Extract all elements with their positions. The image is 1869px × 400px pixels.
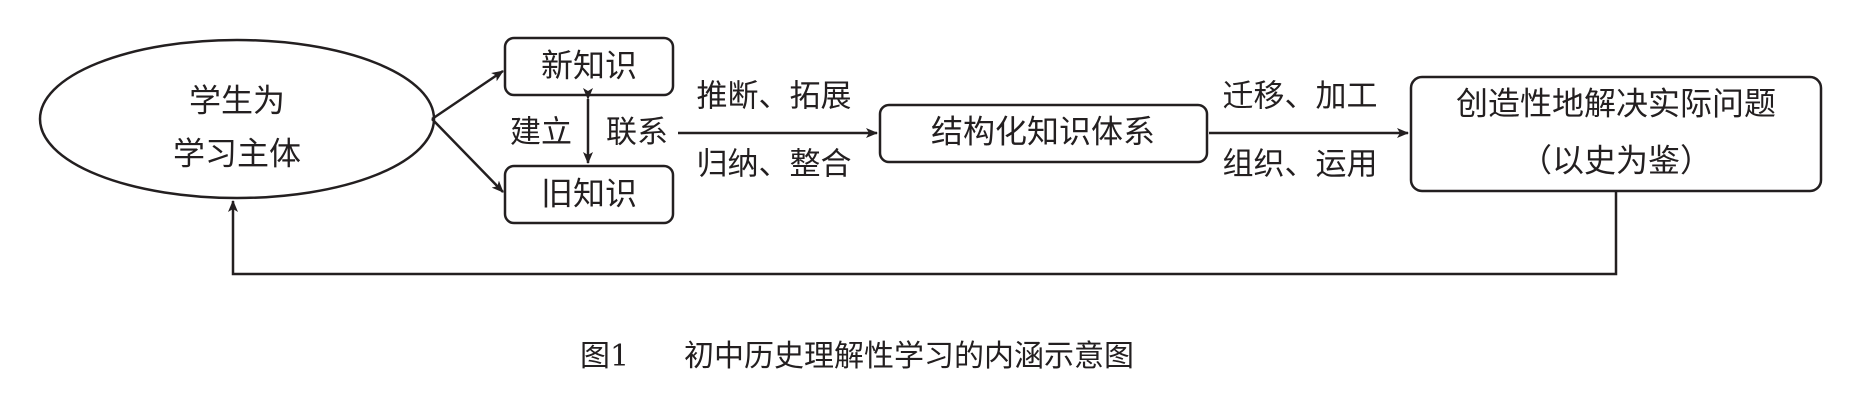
figure-number: 图1	[580, 339, 629, 374]
edge-label-induce-integrate: 归纳、整合	[697, 147, 852, 183]
edge-label-transfer-process: 迁移、加工	[1223, 79, 1378, 115]
student-label-line1: 学生为	[189, 82, 285, 120]
structured-knowledge-label: 结构化知识体系	[931, 113, 1155, 151]
solve-problems-label-line2: （以史为鉴）	[1520, 142, 1712, 180]
link-label-right: 联系	[606, 115, 668, 151]
link-label-left: 建立	[510, 115, 572, 151]
structured-knowledge-box	[878, 103, 1209, 164]
old-knowledge-box	[503, 164, 675, 225]
new-knowledge-label: 新知识	[541, 47, 637, 85]
edge-label-organize-apply: 组织、运用	[1223, 147, 1378, 183]
student-label-line2: 学习主体	[173, 135, 301, 173]
old-knowledge-label: 旧知识	[541, 175, 637, 213]
edge-label-infer-expand: 推断、拓展	[697, 79, 852, 115]
figure-caption: 初中历史理解性学习的内涵示意图	[684, 339, 1134, 374]
solve-problems-label-line1: 创造性地解决实际问题	[1456, 85, 1776, 123]
arrow-student-to-old-knowledge	[431, 118, 504, 193]
arrow-student-to-new-knowledge	[431, 69, 504, 121]
feedback-loop-arrow	[228, 191, 1618, 276]
